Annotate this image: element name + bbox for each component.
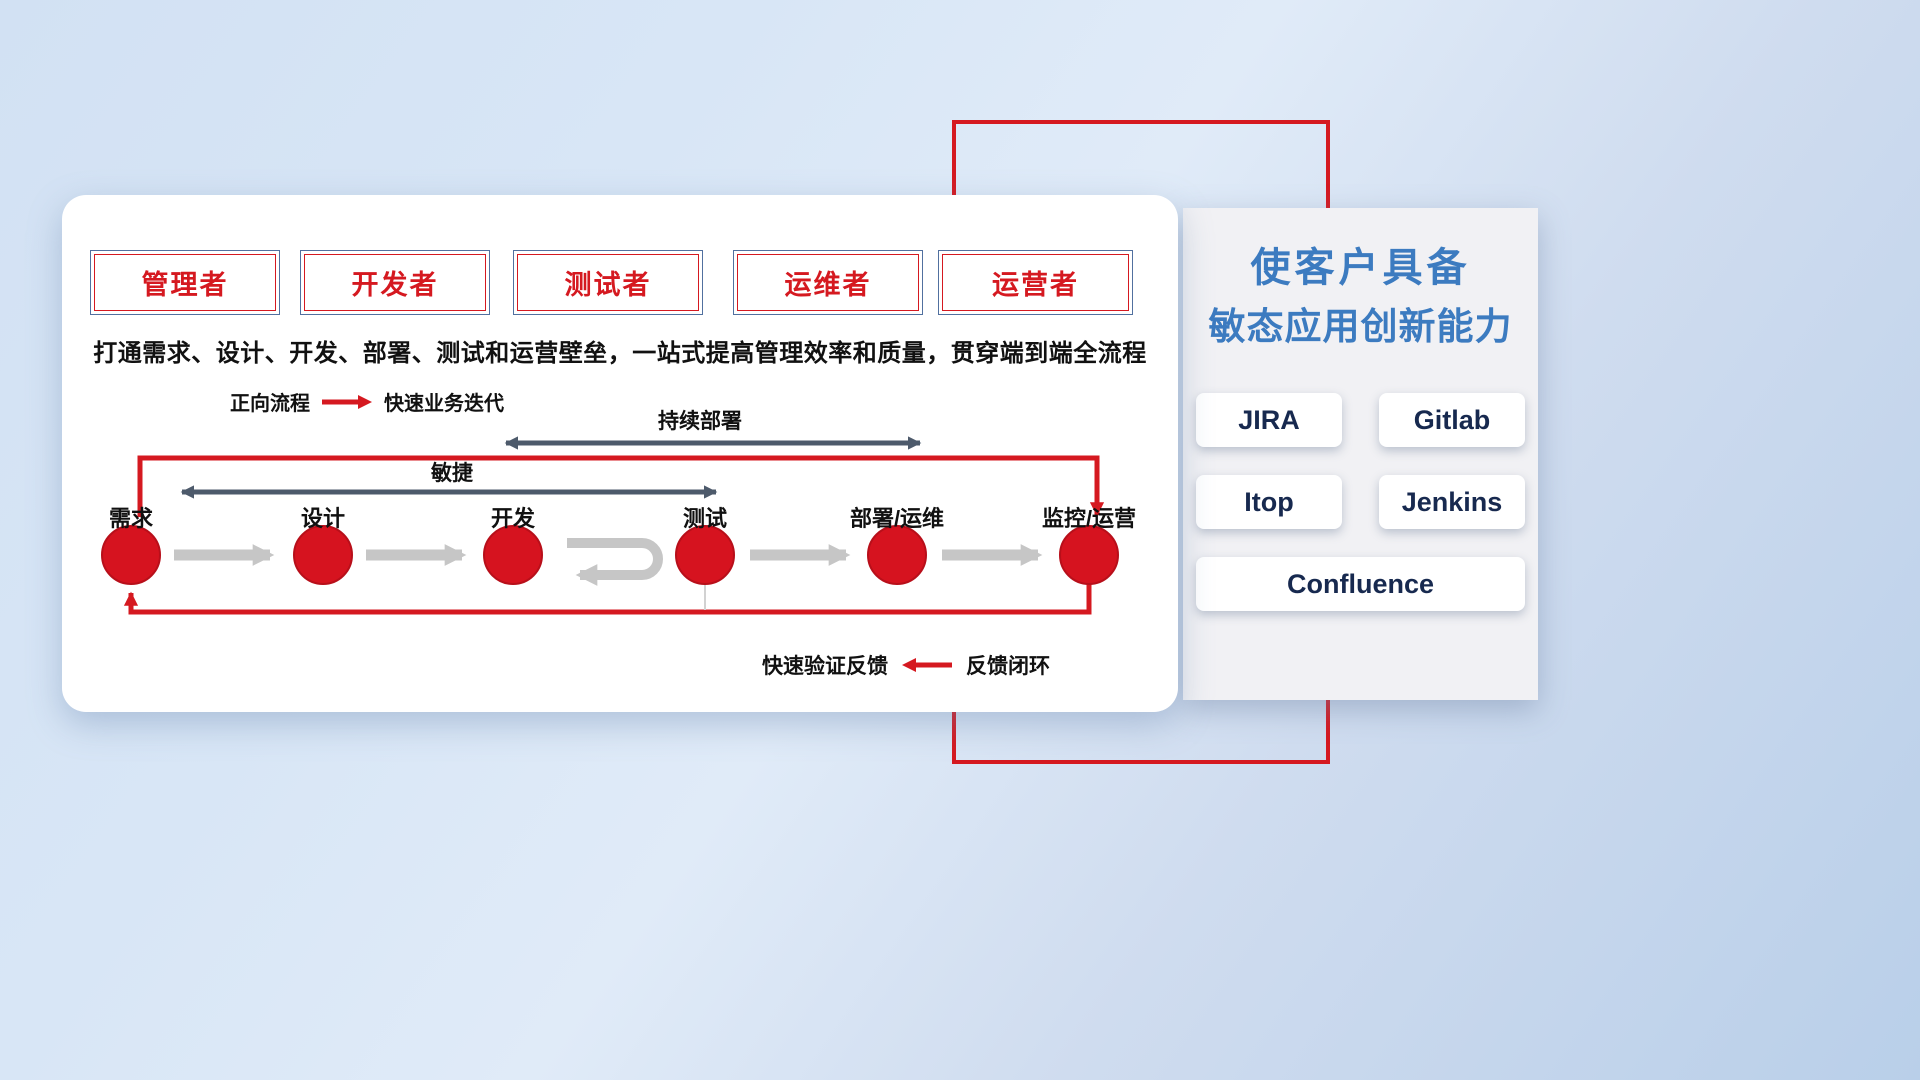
feedback-arrow-icon (902, 658, 952, 672)
continuous-deployment-label: 持续部署 (658, 410, 742, 433)
agile-label: 敏捷 (431, 462, 473, 485)
node-label-design: 设计 (300, 506, 345, 531)
role-label: 运营者 (942, 254, 1129, 311)
tools-title-line2: 敏态应用创新能力 (1208, 306, 1513, 347)
legend-forward-label: 正向流程 (230, 393, 310, 415)
node-label-deploy-ops: 部署/运维 (849, 506, 945, 531)
node-monitor-operate (1059, 525, 1119, 585)
forward-arrow-icon (322, 394, 372, 409)
legend-feedback-label: 快速验证反馈 (762, 655, 888, 678)
role-box-business-operator: 运营者 (938, 250, 1133, 315)
role-label: 测试者 (517, 254, 699, 311)
legend-forward-desc: 快速业务迭代 (384, 393, 504, 415)
role-label: 管理者 (94, 254, 276, 311)
tools-panel: 使客户具备 敏态应用创新能力 JIRA Gitlab Itop Jenkins … (1183, 208, 1538, 700)
node-label-monitor-operate: 监控/运营 (1041, 506, 1137, 531)
tools-title-line1: 使客户具备 (1250, 246, 1471, 290)
role-label: 运维者 (737, 254, 919, 311)
tool-confluence: Confluence (1196, 557, 1525, 611)
node-develop (483, 525, 543, 585)
node-label-test: 测试 (682, 506, 727, 531)
role-box-developer: 开发者 (300, 250, 490, 315)
node-requirement (101, 525, 161, 585)
node-label-requirement: 需求 (108, 506, 153, 531)
feedback-loop-line (123, 584, 1092, 615)
node-test (675, 525, 735, 585)
tool-gitlab: Gitlab (1379, 393, 1525, 447)
role-box-operator: 运维者 (733, 250, 923, 315)
flow-diagram-canvas (101, 436, 1119, 615)
node-design (293, 525, 353, 585)
legend-forward-flow: 正向流程 快速业务迭代 (230, 387, 504, 416)
role-box-manager: 管理者 (90, 250, 280, 315)
tool-itop: Itop (1196, 475, 1342, 529)
role-box-tester: 测试者 (513, 250, 703, 315)
legend-feedback-loop: 快速验证反馈 反馈闭环 (762, 650, 1050, 680)
devops-flow-panel: 管理者 开发者 测试者 运维者 运营者 打通需求、设计、开发、部署、测试和运营壁… (62, 195, 1178, 712)
panel-subtitle: 打通需求、设计、开发、部署、测试和运营壁垒，一站式提高管理效率和质量，贯穿端到端… (93, 340, 1147, 367)
iteration-loop-icon (567, 538, 663, 586)
tools-panel-title: 使客户具备 敏态应用创新能力 (1183, 242, 1538, 360)
tool-jenkins: Jenkins (1379, 475, 1525, 529)
role-label: 开发者 (304, 254, 486, 311)
tool-jira: JIRA (1196, 393, 1342, 447)
node-deploy-ops (867, 525, 927, 585)
forward-loop-line (137, 455, 1105, 517)
node-label-develop: 开发 (490, 506, 535, 531)
legend-feedback-desc: 反馈闭环 (966, 655, 1050, 678)
